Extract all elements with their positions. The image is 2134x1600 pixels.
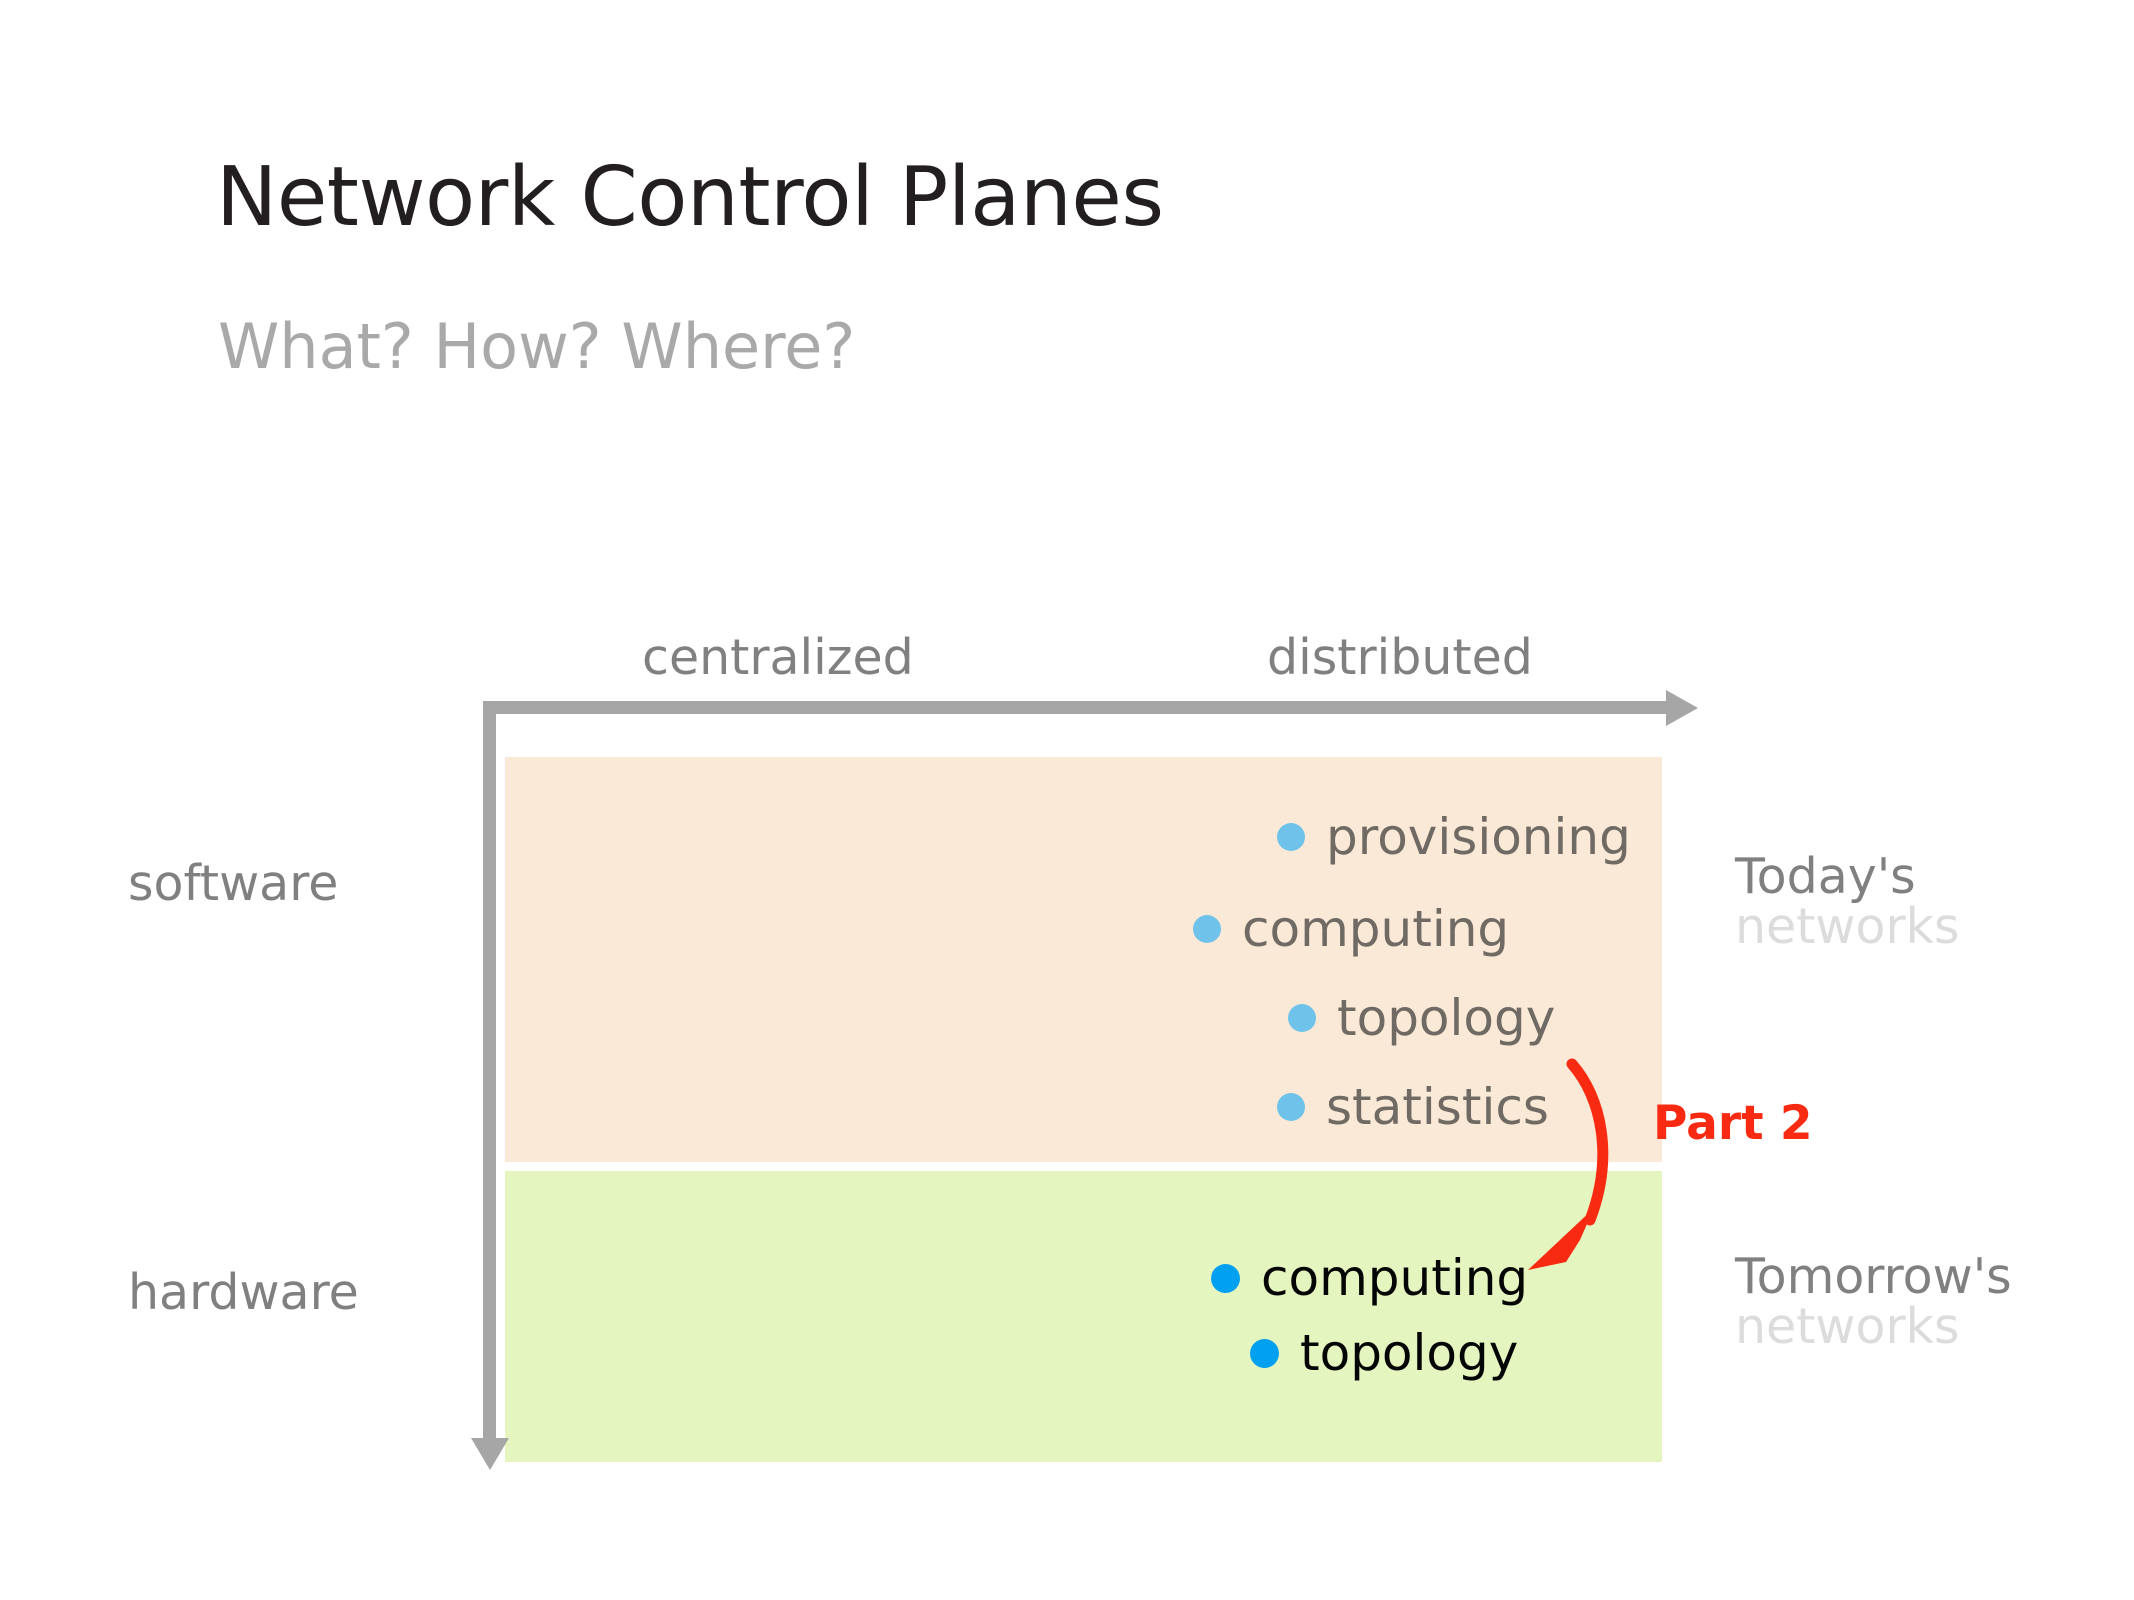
list-item: computing bbox=[1193, 900, 1509, 958]
list-item: statistics bbox=[1277, 1078, 1549, 1136]
curved-red-arrow-icon bbox=[1528, 1058, 1609, 1270]
list-item: topology bbox=[1288, 989, 1555, 1047]
list-item-label: provisioning bbox=[1326, 808, 1631, 866]
bullet-dot-icon bbox=[1277, 823, 1305, 851]
bullet-dot-icon bbox=[1277, 1093, 1305, 1121]
x-tick-centralized: centralized bbox=[642, 629, 914, 686]
x-axis-line bbox=[483, 701, 1675, 714]
bullet-dot-icon bbox=[1211, 1263, 1240, 1293]
band-hardware bbox=[505, 1171, 1662, 1462]
era-label-today-line2: networks bbox=[1735, 898, 1960, 956]
y-tick-hardware: hardware bbox=[128, 1264, 359, 1321]
x-axis-arrowhead-icon bbox=[1666, 690, 1698, 726]
page-subtitle: What? How? Where? bbox=[218, 310, 856, 383]
list-item-label: topology bbox=[1300, 1324, 1519, 1382]
era-label-today-line1: Today's bbox=[1735, 848, 1916, 905]
y-axis-arrowhead-icon bbox=[471, 1438, 509, 1470]
x-tick-distributed: distributed bbox=[1267, 629, 1533, 686]
era-label-tomorrow-line1: Tomorrow's bbox=[1735, 1248, 2012, 1305]
list-item: provisioning bbox=[1277, 808, 1631, 866]
y-tick-software: software bbox=[128, 855, 339, 912]
list-item-label: statistics bbox=[1326, 1078, 1549, 1136]
bullet-dot-icon bbox=[1250, 1338, 1279, 1368]
list-item: computing bbox=[1211, 1249, 1528, 1307]
era-label-today: Today's networks bbox=[1735, 848, 1960, 956]
era-label-tomorrow: Tomorrow's networks bbox=[1735, 1248, 2012, 1356]
list-item-label: topology bbox=[1337, 989, 1556, 1047]
annotation-part-2-label: Part 2 bbox=[1653, 1096, 1813, 1151]
bullet-dot-icon bbox=[1193, 915, 1221, 943]
list-item-label: computing bbox=[1261, 1249, 1529, 1307]
page-title: Network Control Planes bbox=[216, 150, 1164, 245]
list-item-label: computing bbox=[1242, 900, 1510, 958]
era-label-tomorrow-line2: networks bbox=[1735, 1298, 1960, 1356]
bullet-dot-icon bbox=[1288, 1004, 1316, 1032]
list-item: topology bbox=[1250, 1324, 1518, 1382]
band-software bbox=[505, 757, 1662, 1162]
y-axis-line bbox=[483, 701, 496, 1449]
